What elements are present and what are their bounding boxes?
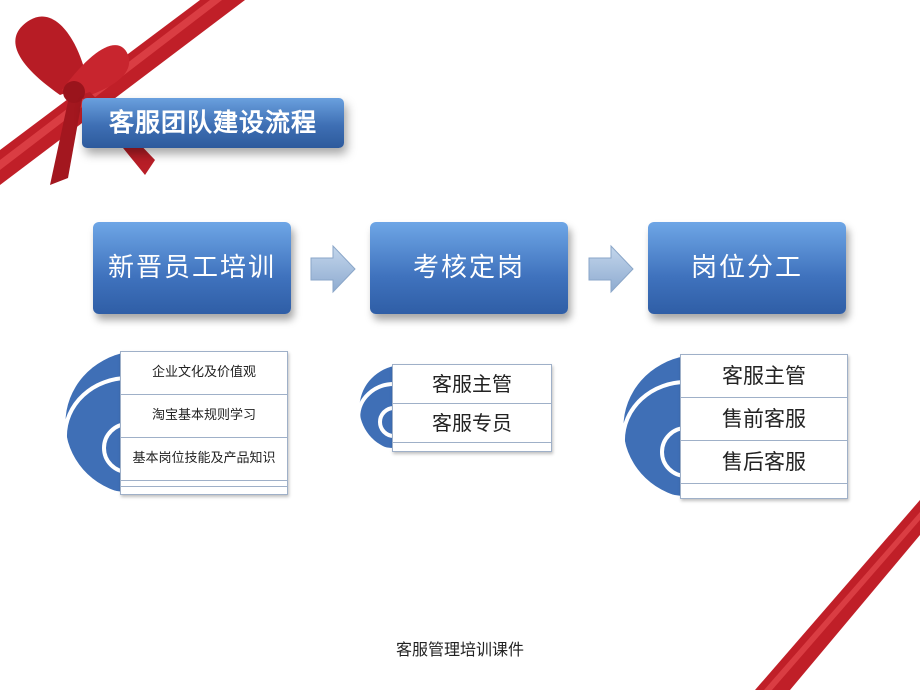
list-assessment: 客服主管 客服专员: [392, 364, 552, 452]
step-box-training: 新晋员工培训: [93, 222, 291, 314]
list-training: 企业文化及价值观 淘宝基本规则学习 基本岗位技能及产品知识: [120, 351, 288, 495]
list-divider: [393, 443, 551, 449]
list-item: 客服专员: [393, 404, 551, 443]
list-item: 售前客服: [681, 398, 847, 441]
arc-decoration: [620, 356, 687, 500]
arrow-right-icon: [588, 244, 634, 294]
step-box-assessment: 考核定岗: [370, 222, 568, 314]
list-item: 售后客服: [681, 441, 847, 484]
list-item: 淘宝基本规则学习: [121, 395, 287, 438]
list-divider: [121, 481, 287, 487]
list-item: 客服主管: [393, 365, 551, 404]
arc-decoration: [62, 352, 130, 496]
list-item: 企业文化及价值观: [121, 352, 287, 395]
arc-decoration: [356, 366, 395, 452]
ribbon-bottom-right: [755, 500, 920, 690]
list-item: 客服主管: [681, 355, 847, 398]
step-box-division: 岗位分工: [648, 222, 846, 314]
arrow-right-icon: [310, 244, 356, 294]
list-item: 基本岗位技能及产品知识: [121, 438, 287, 481]
footer-caption: 客服管理培训课件: [395, 640, 524, 659]
page-title: 客服团队建设流程: [82, 98, 344, 148]
list-divider: [681, 484, 847, 490]
list-division: 客服主管 售前客服 售后客服: [680, 354, 848, 499]
